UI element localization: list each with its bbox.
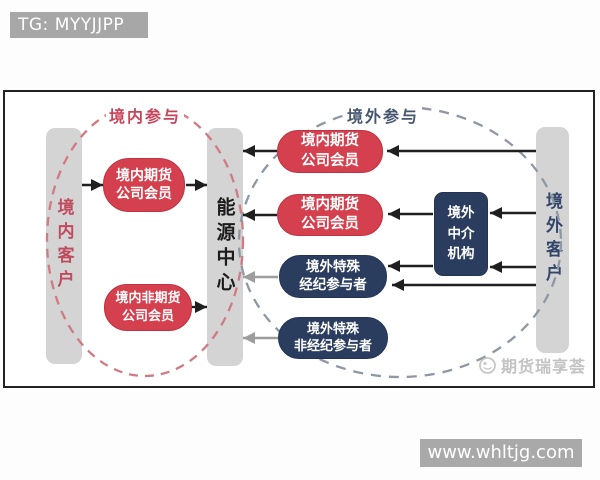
pillar-overseas-customers-label: 境外客户 [542,192,562,288]
pillar-overseas-customers: 境外客户 [536,127,569,353]
pillar-domestic-customers-label: 境内客户 [53,198,74,294]
watermark-text: 期货瑞享荟 [501,357,587,376]
node-domestic-futures-member-right-1: 境内期货 公司会员 [277,130,383,173]
node-overseas-special-non-broker: 境外特殊 非经纪参与者 [278,317,388,359]
website-banner: www.whltjg.com [420,439,582,467]
pillar-energy-center: 能源中心 [207,128,243,366]
watermark: 期货瑞享荟 [478,353,586,377]
watermark-logo-icon [479,356,496,374]
tg-contact-badge: TG: MYYJJPP [10,12,148,38]
node-overseas-intermediary: 境外 中介 机构 [434,192,488,276]
pillar-energy-center-label: 能源中心 [213,197,236,297]
node-overseas-special-broker: 境外特殊 经纪参与者 [279,255,387,298]
node-domestic-non-futures-member: 境内非期货 公司会员 [104,284,192,331]
domestic-participation-label: 境内参与 [106,103,185,127]
overseas-participation-label: 境外参与 [344,103,423,127]
node-domestic-futures-member-left: 境内期货 公司会员 [103,158,185,212]
pillar-domestic-customers: 境内客户 [46,128,82,364]
node-domestic-futures-member-right-2: 境内期货 公司会员 [277,194,383,236]
